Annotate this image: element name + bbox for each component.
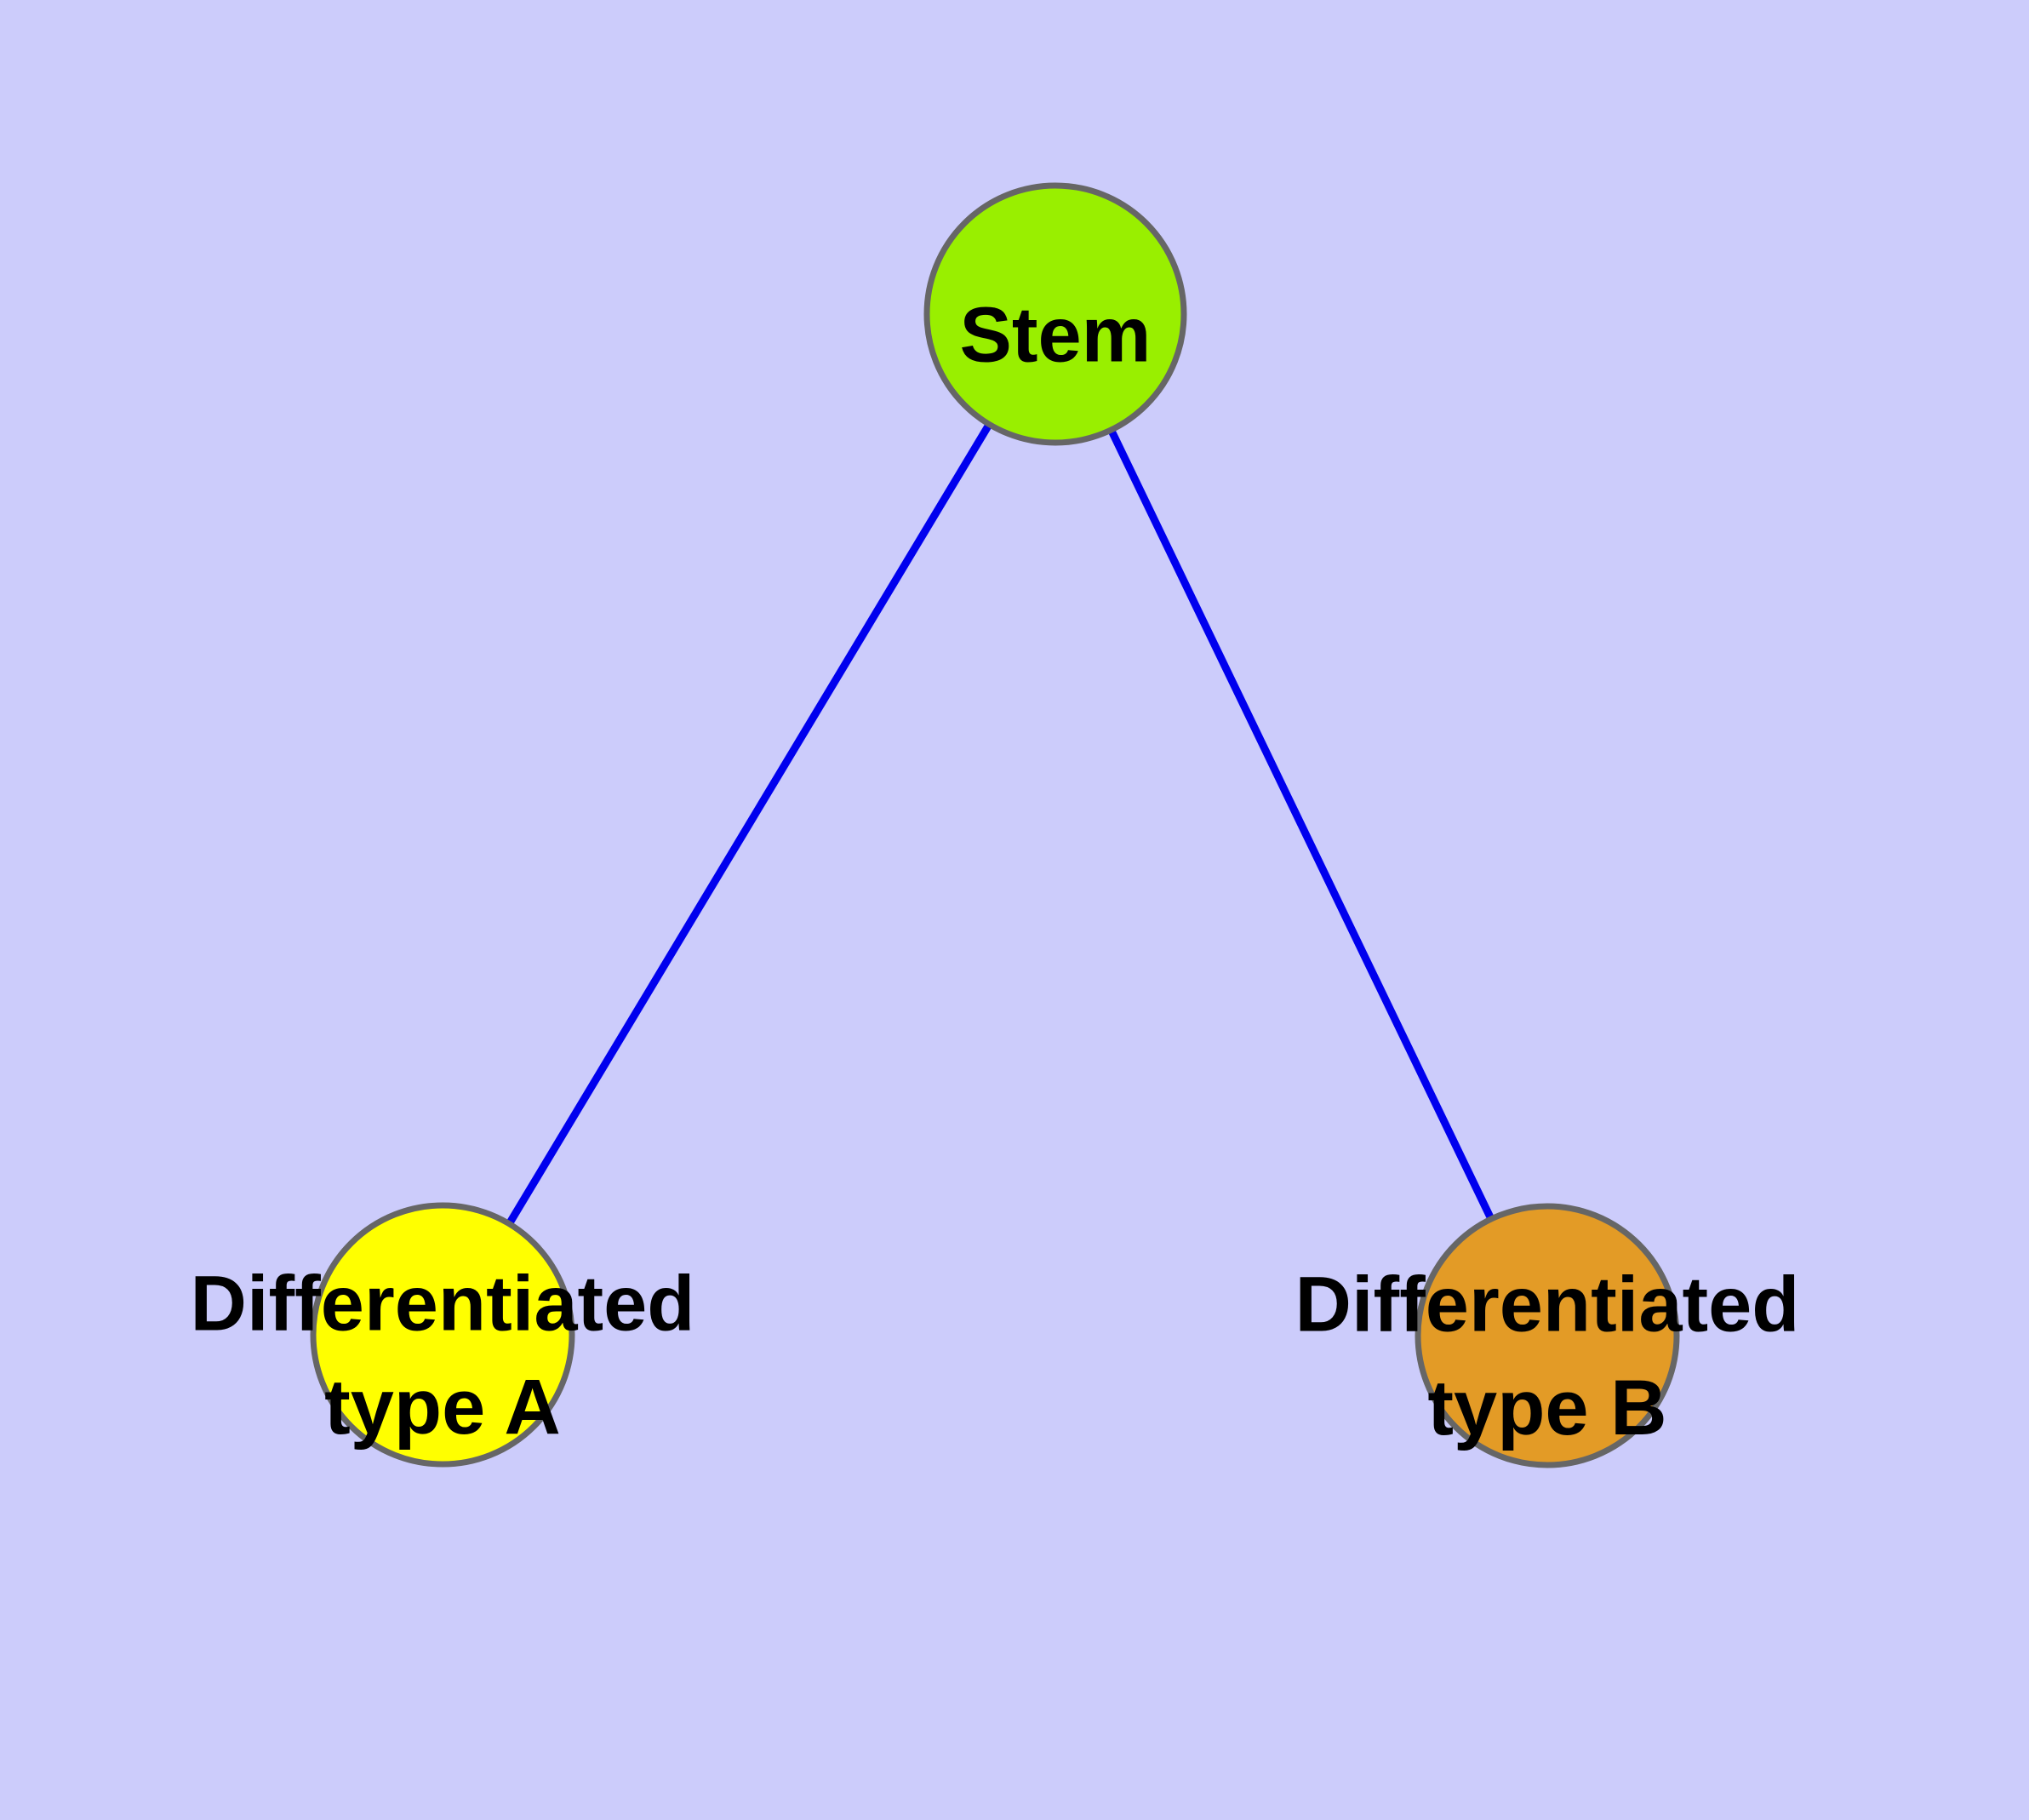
edge-stem-to-diff-a[interactable] [439,312,1059,1337]
stem-node-circle[interactable] [923,182,1187,446]
node-stem[interactable] [923,182,1187,446]
node-differentiated-type-a[interactable] [310,1202,575,1468]
stem-node-label: Stem [960,292,1152,379]
edge-layer [439,312,1552,1337]
edge-stem-to-diff-b[interactable] [1051,312,1552,1337]
node-layer [310,182,1680,1468]
differentiated-type-a-node-circle[interactable] [310,1202,575,1468]
differentiated-type-b-node-circle[interactable] [1415,1203,1680,1468]
node-differentiated-type-b[interactable] [1415,1203,1680,1468]
